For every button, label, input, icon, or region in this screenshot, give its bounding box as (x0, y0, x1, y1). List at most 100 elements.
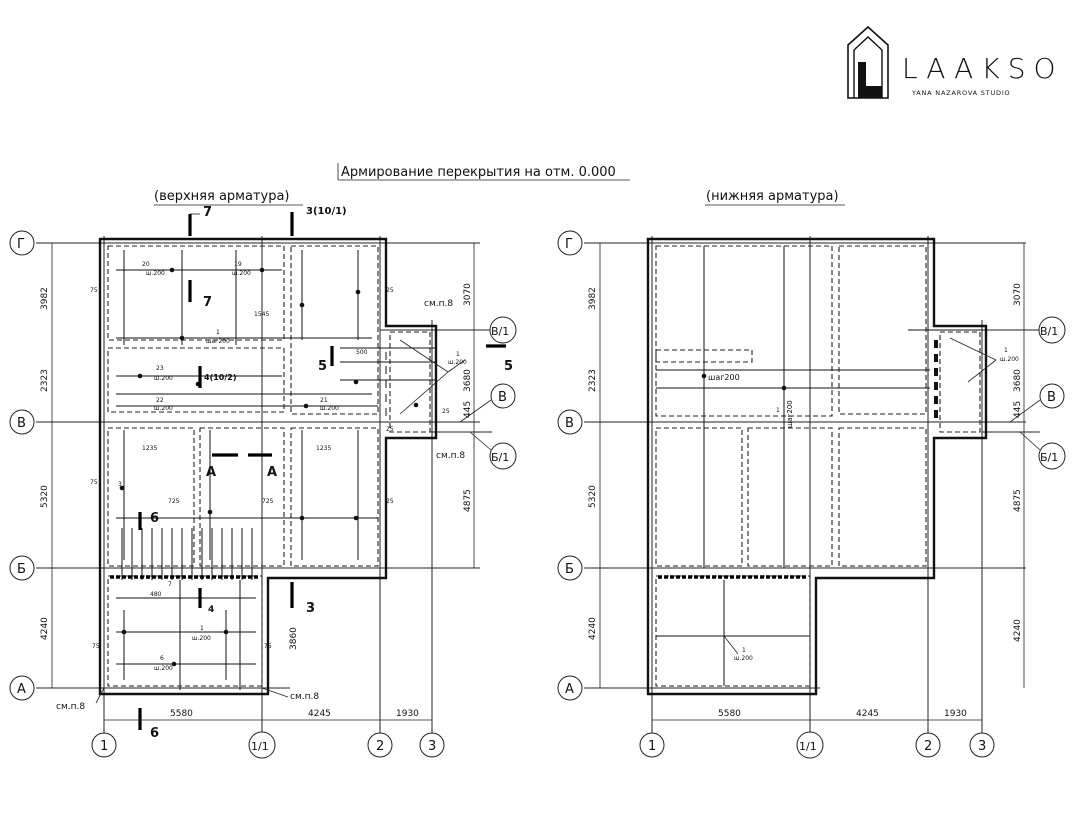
axis-bubble-1-left (91, 732, 117, 758)
axis-bubble-vv-right (1039, 383, 1065, 409)
note-right-1b: 1 (1004, 347, 1008, 354)
right-plan (584, 236, 1040, 735)
axis-label-a-left: А (17, 682, 26, 697)
note-left-23: 23 (156, 365, 164, 372)
panel-left-2 (290, 245, 379, 415)
cut-label-a1: А (206, 465, 216, 480)
dim-rright-4875: 4875 (1013, 489, 1023, 512)
dim-rleft-5320: 5320 (588, 485, 598, 508)
axis-label-b1-right: Б/1 (1040, 451, 1058, 464)
cut-label-3-10: 3(10/1) (306, 206, 347, 217)
dim-left-3982: 3982 (40, 287, 50, 310)
note-left-725a: 725 (168, 498, 180, 505)
panel-right-7 (939, 331, 981, 433)
panel-left-8 (389, 331, 431, 433)
note-sm-p8-2: см.п.8 (436, 451, 465, 461)
axis-label-2-left: 2 (376, 739, 384, 754)
axis-bubble-g-left (9, 230, 35, 256)
axis-label-b-left: Б (17, 562, 26, 577)
axis-bubble-1-right (639, 732, 665, 758)
leader-annex-1 (399, 339, 449, 373)
axis-bubble-v1-left (489, 316, 517, 344)
dim-rright-3070: 3070 (1013, 283, 1023, 306)
note-left-20: 20 (142, 261, 150, 268)
dim-rleft-2323: 2323 (588, 369, 598, 392)
note-left-1b: 1 (200, 625, 204, 632)
note-sm-p8-1: см.п.8 (424, 299, 453, 309)
axis-label-b-right: Б (565, 562, 574, 577)
axis-label-vv-right: В (1047, 390, 1056, 405)
note-left-ss200: шаг200 (206, 338, 230, 345)
axis-label-g-right: Г (565, 237, 573, 252)
cut-label-4-10: 4(10/2) (204, 373, 237, 382)
panel-right-1 (655, 245, 833, 417)
panel-left-3 (107, 347, 285, 413)
dim-left-4240: 4240 (40, 617, 50, 640)
dim-rright-445: 445 (1013, 401, 1023, 418)
note-left-1a: 1 (216, 329, 220, 336)
panel-left-4 (107, 427, 195, 567)
bottom-rebar-label: (нижняя арматура) (706, 189, 839, 204)
dim-rleft-3982: 3982 (588, 287, 598, 310)
dim-rright-4240: 4240 (1013, 619, 1023, 642)
cut-label-5a: 5 (318, 359, 327, 374)
top-rebar-label: (верхняя арматура) (154, 189, 290, 204)
note-left-25b: 25 (386, 426, 394, 433)
cut-label-4: 4 (208, 605, 214, 615)
note-left-1c: 1 (456, 351, 460, 358)
dim-rleft-4240: 4240 (588, 617, 598, 640)
axis-bubble-2-left (367, 732, 393, 758)
note-left-1235a: 1235 (142, 445, 157, 452)
axis-leader-vv-right (1009, 399, 1041, 423)
note-left-25d: 25 (442, 408, 450, 415)
note-sm-p8-4: см.п.8 (290, 692, 319, 702)
note-sm-p8-3: см.п.8 (56, 702, 85, 712)
note-left-s200-1: ш.200 (146, 270, 165, 277)
slab-outline-left (98, 237, 438, 696)
axis-bubble-v-right (557, 409, 583, 435)
panel-right-6 (655, 575, 811, 687)
rebar-dot-r1 (701, 373, 707, 379)
note-left-25a: 25 (386, 287, 394, 294)
note-left-s200-2: ш.200 (232, 270, 251, 277)
note-left-s200-3: ш.200 (154, 375, 173, 382)
drawing-title: Армирование перекрытия на отм. 0.000 (341, 165, 616, 180)
axis-bubble-v-left (9, 409, 35, 435)
leader-annex-3 (447, 359, 466, 373)
panel-left-6 (290, 427, 379, 567)
note-right-s200-1: ш.200 (1000, 356, 1019, 363)
axis-bubble-a-left (9, 675, 35, 701)
annex-bars-right (934, 340, 938, 418)
axis-label-11-right: 1/1 (799, 740, 817, 753)
axis-label-2-right: 2 (924, 739, 932, 754)
note-left-6: 6 (160, 655, 164, 662)
cut-label-7b: 7 (203, 295, 212, 310)
note-right-ss200: шаг200 (708, 373, 740, 382)
panel-left-7 (107, 575, 263, 687)
logo-studio: YANA NAZAROVA STUDIO (911, 89, 1010, 97)
axis-label-3-left: 3 (428, 739, 436, 754)
note-left-480: 480 (150, 591, 162, 598)
panel-right-5 (838, 427, 927, 567)
axis-bubble-b1-left (489, 442, 517, 470)
note-right-1a: 1 (776, 407, 780, 414)
note-right-ss200-2: шаг200 (786, 400, 794, 428)
leader-sm-p8-4 (261, 687, 289, 698)
slab-outline-right (646, 237, 988, 696)
dim-right-5580: 5580 (718, 709, 741, 719)
leader-sm-p8-3 (95, 687, 105, 704)
axis-label-v-left: В (17, 416, 26, 431)
axis-bubble-11-right (796, 731, 824, 759)
dim-left-5320: 5320 (40, 485, 50, 508)
cut-label-3: 3 (306, 601, 315, 616)
note-left-s200-4: ш.200 (154, 405, 173, 412)
panel-right-3 (655, 427, 743, 567)
dim-rright-3680: 3680 (1013, 369, 1023, 392)
rebar-dots-left (119, 267, 419, 667)
axis-bubble-3-left (419, 732, 445, 758)
axis-leader-b1-right (1019, 431, 1041, 451)
logo-name: LAAKSO (902, 52, 1064, 85)
axis-label-1-right: 1 (648, 739, 656, 754)
axis-leader-vv-left (459, 399, 492, 423)
